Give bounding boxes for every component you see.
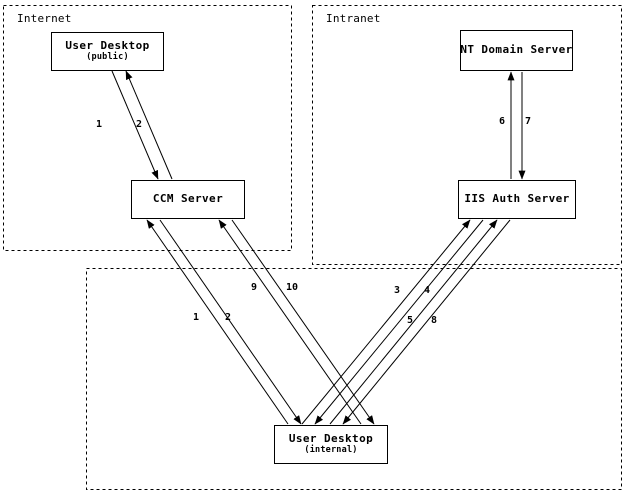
zone-internet-border [3, 5, 292, 251]
edge-ccm-to-internal-2 [159, 219, 302, 425]
edge-label-step-1-public: 1 [96, 119, 103, 130]
edge-iis-to-internal-8 [342, 219, 511, 425]
edge-label-step-1-internal: 1 [193, 312, 200, 323]
node-user-desktop-public-subtitle: (public) [86, 51, 129, 62]
node-user-desktop-public-title: User Desktop [65, 39, 150, 53]
node-user-desktop-internal[interactable]: User Desktop (internal) [274, 425, 388, 464]
node-user-desktop-public[interactable]: User Desktop (public) [51, 32, 164, 71]
node-ccm-server-title: CCM Server [152, 192, 224, 206]
edge-internal-to-ccm-1 [146, 219, 289, 425]
node-user-desktop-internal-subtitle: (internal) [304, 444, 358, 455]
zone-intranet-border [312, 5, 622, 265]
edge-public-to-ccm-1 [111, 70, 159, 180]
edge-label-step-7: 7 [525, 116, 532, 127]
node-ccm-server[interactable]: CCM Server [131, 180, 245, 219]
edge-label-step-8: 8 [431, 315, 438, 326]
edge-internal-to-ccm-9 [218, 219, 362, 425]
edge-label-step-10: 10 [286, 282, 299, 293]
edge-label-step-2-public: 2 [136, 119, 143, 130]
edge-internal-to-iis-5 [329, 219, 498, 425]
node-iis-auth-server-title: IIS Auth Server [464, 192, 570, 206]
edge-label-step-6: 6 [499, 116, 506, 127]
edge-label-step-3: 3 [394, 285, 401, 296]
edge-label-step-9: 9 [251, 282, 258, 293]
edge-ccm-to-public-2 [125, 70, 173, 180]
edge-label-step-2-internal: 2 [225, 312, 232, 323]
node-nt-domain-server[interactable]: NT Domain Server [460, 30, 573, 71]
edge-iis-to-internal-4 [314, 219, 484, 425]
edge-internal-to-iis-3 [301, 219, 471, 425]
node-user-desktop-internal-title: User Desktop [288, 432, 374, 446]
edge-label-step-4: 4 [424, 285, 431, 296]
node-nt-domain-server-title: NT Domain Server [460, 43, 573, 57]
edge-label-step-5: 5 [407, 315, 414, 326]
node-iis-auth-server[interactable]: IIS Auth Server [458, 180, 576, 219]
edge-ccm-to-internal-10 [231, 219, 375, 425]
zone-label-intranet: Intranet [326, 12, 381, 25]
zone-label-internet: Internet [17, 12, 72, 25]
